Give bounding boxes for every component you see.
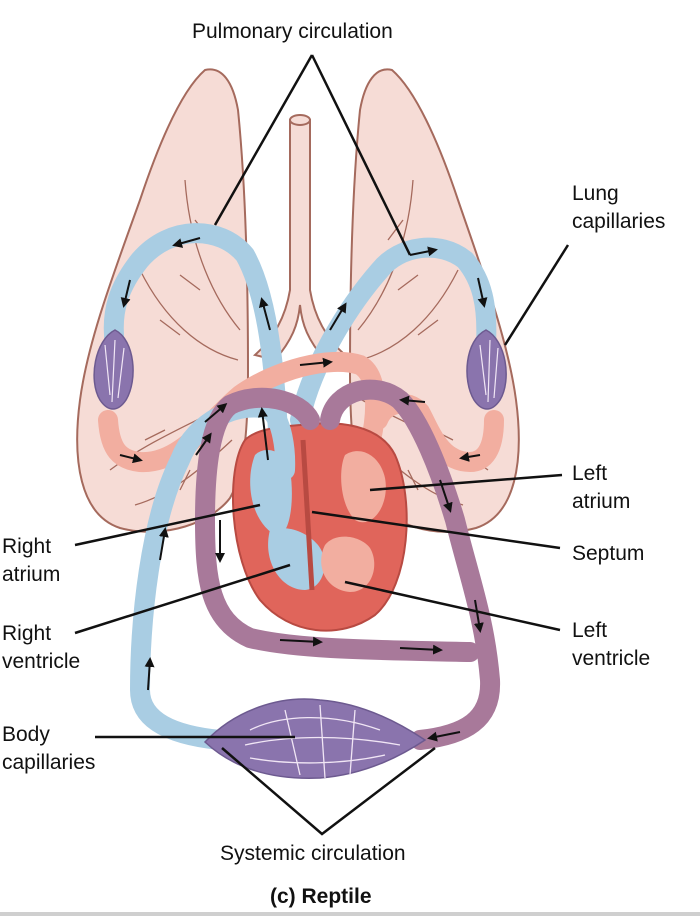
- systemic-leader: [221, 747, 436, 836]
- left-atrium-label-line1: Left: [572, 462, 608, 485]
- pulmonary-circulation-label: Pulmonary circulation: [192, 20, 393, 43]
- lung-capillaries-label-line1: Lung: [572, 182, 619, 205]
- lung-capillary-beds: [93, 329, 507, 410]
- right-ventricle-label-line2: ventricle: [2, 650, 81, 673]
- systemic-vessels: [129, 379, 501, 750]
- left-atrium-label-line2: atrium: [572, 490, 631, 513]
- figure-caption: (c) Reptile: [270, 885, 372, 908]
- pulmonary-leader: [213, 54, 412, 256]
- right-atrium-label-line1: Right: [2, 535, 52, 558]
- right-atrium-label-line2: atrium: [2, 563, 61, 586]
- right-aorta: [320, 379, 501, 750]
- right-ventricle-label-line1: Right: [2, 622, 52, 645]
- right-ventricle-leader: [74, 563, 291, 635]
- left-ventricle-label-line2: ventricle: [572, 647, 651, 670]
- bottom-divider: [0, 912, 700, 916]
- body-capillaries-label-line1: Body: [2, 723, 50, 746]
- lung-capillaries-label-line2: capillaries: [572, 210, 666, 233]
- leader-lines: [74, 54, 570, 836]
- heart: [232, 422, 408, 632]
- left-atrium-chamber: [341, 451, 386, 523]
- flow-arrows: [119, 237, 488, 742]
- lung-capillaries-leader: [503, 244, 570, 346]
- body-capillary-bed: [203, 698, 427, 779]
- left-aorta: [194, 387, 480, 662]
- septum-label: Septum: [572, 542, 645, 565]
- vena-cava: [129, 397, 296, 750]
- septum-leader: [311, 510, 561, 550]
- left-ventricle-label-line1: Left: [572, 619, 608, 642]
- right-lung-capillary-bed: [466, 329, 507, 410]
- left-ventricle-leader: [344, 580, 561, 632]
- systemic-circulation-label: Systemic circulation: [220, 842, 406, 865]
- left-atrium-leader: [369, 473, 563, 492]
- septum-wall: [300, 439, 315, 591]
- left-ventricle-chamber: [321, 536, 375, 592]
- right-atrium-leader: [74, 503, 261, 547]
- body-capillaries-label-line2: capillaries: [2, 751, 96, 774]
